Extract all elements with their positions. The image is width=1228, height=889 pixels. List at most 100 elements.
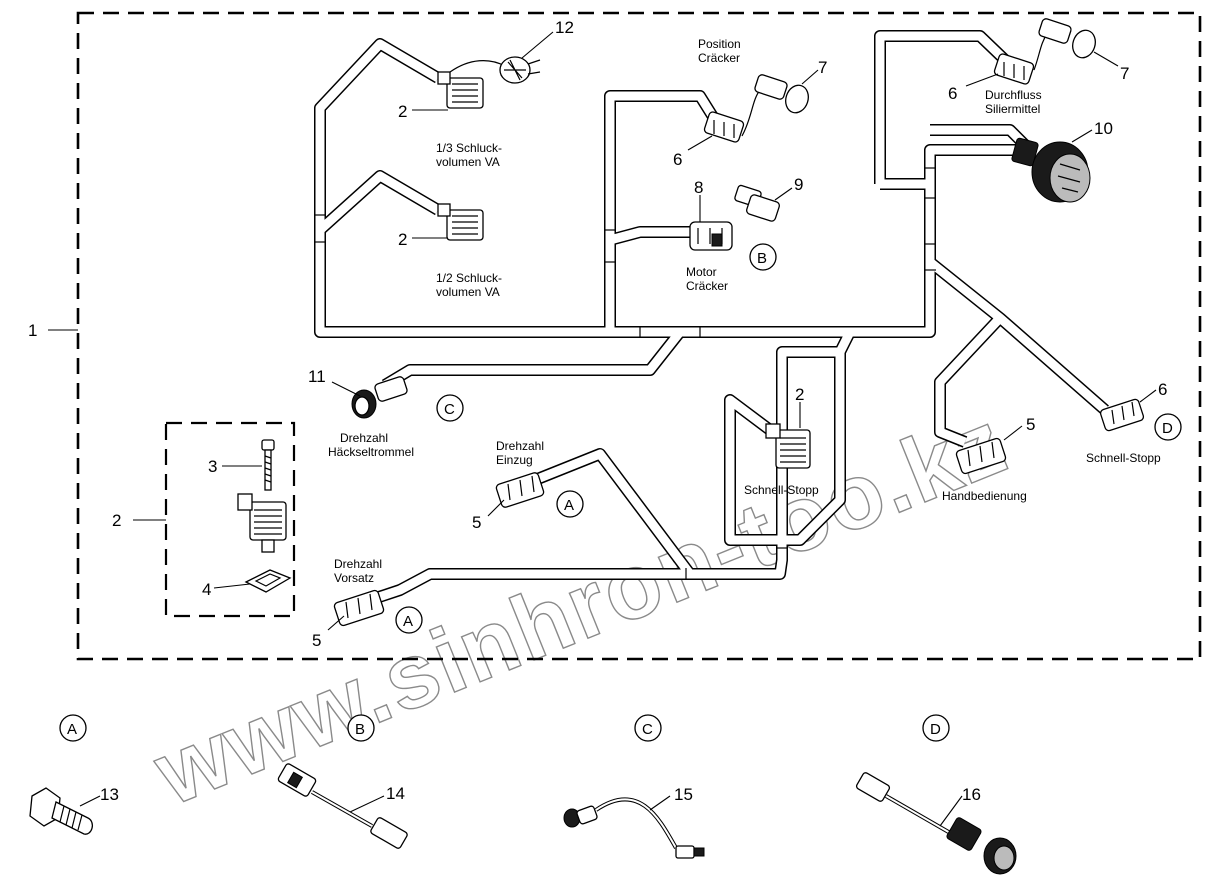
callout-3: 3 xyxy=(208,457,217,476)
label-1-3-schluck-l1: 1/3 Schluck- xyxy=(436,141,502,155)
callout-5c: 5 xyxy=(1026,415,1035,434)
leader-14 xyxy=(349,795,385,813)
sensor-cable-15 xyxy=(563,797,705,859)
label-handbedienung: Handbedienung xyxy=(942,489,1027,503)
label-durchfluss-l2: Siliermittel xyxy=(985,102,1040,116)
callout-9: 9 xyxy=(794,175,803,194)
callout-6b: 6 xyxy=(948,84,957,103)
callout-2a: 2 xyxy=(398,102,407,121)
label-einzug-l1: Drehzahl xyxy=(496,439,544,453)
solenoid-connector-1-3 xyxy=(437,60,506,109)
sensor-13 xyxy=(29,787,94,835)
label-einzug-l2: Einzug xyxy=(496,453,533,467)
label-vorsatz-l2: Vorsatz xyxy=(334,571,374,585)
marker-C-bottom: C xyxy=(642,721,653,738)
callout-13: 13 xyxy=(100,785,119,804)
inset-border xyxy=(164,421,296,618)
label-durchfluss-l1: Durchfluss xyxy=(985,88,1042,102)
label-position-l2: Cräcker xyxy=(698,51,740,65)
circle-A-bottom xyxy=(59,714,87,742)
circle-C-bottom xyxy=(634,714,662,742)
marker-D-bottom: D xyxy=(930,721,941,738)
label-haeckseltrommel-l2: Häckseltrommel xyxy=(328,445,414,459)
solenoid-connector-1-2 xyxy=(437,203,484,241)
circle-D xyxy=(1154,413,1182,441)
leader-9 xyxy=(774,187,793,201)
plug-12 xyxy=(499,56,541,84)
marker-D: D xyxy=(1162,420,1173,437)
leader-16 xyxy=(939,795,963,827)
leader-15 xyxy=(649,795,671,811)
marker-A2: A xyxy=(403,613,413,630)
leader-10 xyxy=(1071,129,1093,143)
round-connector-10 xyxy=(1011,137,1091,203)
callout-14: 14 xyxy=(386,784,405,803)
leader-5a xyxy=(487,499,505,517)
label-1-2-schluck-l1: 1/2 Schluck- xyxy=(436,271,502,285)
callout-10: 10 xyxy=(1094,119,1113,138)
leader-4 xyxy=(213,583,251,589)
connector-6-schnellstopp xyxy=(1099,398,1145,432)
circle-C xyxy=(436,394,464,422)
leader-11 xyxy=(331,381,361,397)
connector-5-vorsatz xyxy=(333,589,385,627)
callout-16: 16 xyxy=(962,785,981,804)
stop-switch-cable-16 xyxy=(855,772,1017,875)
label-1-3-schluck-l2: volumen VA xyxy=(436,155,500,169)
connector-6-position xyxy=(703,89,761,143)
adapter-cable-14 xyxy=(277,763,408,849)
callout-8: 8 xyxy=(694,178,703,197)
solenoid-connector-schnellstopp xyxy=(765,423,811,469)
gasket-4 xyxy=(244,569,292,593)
callout-7a: 7 xyxy=(818,58,827,77)
callout-6c: 6 xyxy=(1158,380,1167,399)
marker-B-bottom: B xyxy=(355,721,365,738)
connector-6-durchfluss xyxy=(993,31,1049,85)
solenoid-inset xyxy=(237,493,287,553)
label-schnellstopp-mid: Schnell-Stopp xyxy=(744,483,819,497)
circle-A1 xyxy=(556,490,584,518)
connector-7-durchfluss xyxy=(1038,18,1096,59)
label-motor-l2: Cräcker xyxy=(686,279,728,293)
harness-assembly-border xyxy=(76,11,1202,661)
callout-5a: 5 xyxy=(472,513,481,532)
callout-7b: 7 xyxy=(1120,64,1129,83)
circle-A2 xyxy=(395,606,423,634)
marker-A-bottom: A xyxy=(67,721,77,738)
label-schnellstopp-right: Schnell-Stopp xyxy=(1086,451,1161,465)
label-motor-l1: Motor xyxy=(686,265,717,279)
leader-6a xyxy=(687,135,713,151)
connector-7-position xyxy=(754,74,809,114)
callout-5b: 5 xyxy=(312,631,321,650)
connector-8-motor xyxy=(689,221,733,251)
callout-6a: 6 xyxy=(673,150,682,169)
marker-C: C xyxy=(444,401,455,418)
leader-5c xyxy=(1003,425,1023,441)
label-position-l1: Position xyxy=(698,37,741,51)
connector-5-handbedienung xyxy=(955,437,1007,475)
callout-2c: 2 xyxy=(795,385,804,404)
callout-2b: 2 xyxy=(398,230,407,249)
callout-12: 12 xyxy=(555,18,574,37)
callout-15: 15 xyxy=(674,785,693,804)
label-vorsatz-l1: Drehzahl xyxy=(334,557,382,571)
circle-D-bottom xyxy=(922,714,950,742)
harness-main xyxy=(314,30,1109,606)
leader-6c xyxy=(1139,389,1157,403)
connector-5-einzug xyxy=(495,472,545,508)
leader-6b xyxy=(965,73,999,87)
label-1-2-schluck-l2: volumen VA xyxy=(436,285,500,299)
callout-1: 1 xyxy=(28,321,37,340)
leader-7b xyxy=(1093,51,1119,67)
leader-5b xyxy=(327,615,345,631)
marker-B: B xyxy=(757,250,767,267)
connector-11 xyxy=(351,376,408,419)
callout-4: 4 xyxy=(202,580,211,599)
leader-7a xyxy=(801,69,819,85)
callout-11: 11 xyxy=(308,367,326,386)
leader-13 xyxy=(79,795,101,807)
connector-9-motor xyxy=(734,184,780,222)
marker-A1: A xyxy=(564,497,574,514)
